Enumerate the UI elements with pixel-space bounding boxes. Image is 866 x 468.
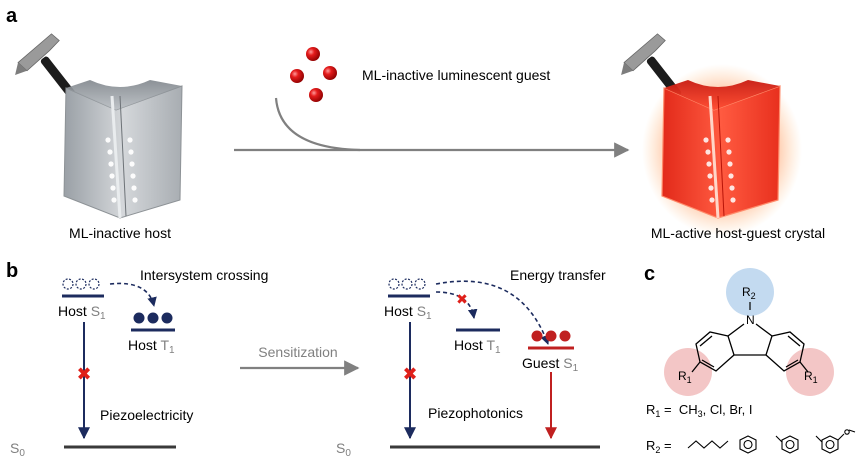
product-caption: ML-active host-guest crystal (651, 225, 825, 241)
left-process-label: Piezoelectricity (100, 407, 193, 423)
guest-caption: ML-inactive luminescent guest (362, 67, 550, 83)
host-s1-empty-circle (62, 278, 74, 290)
guest-s1-filled-circle (559, 330, 571, 342)
benzyl-icon (775, 435, 799, 454)
left-energy-diagram: Host S1 Intersystem crossing Host T1 ✖ P… (10, 267, 268, 459)
host-s1-empty-circle (388, 278, 400, 290)
methoxybenzyl-icon (815, 429, 856, 454)
host-s1-empty-circle (414, 278, 426, 290)
charge-dots-left (105, 137, 138, 203)
right-energy-diagram: Host S1 ✖ Energy transfer Host T1 Guest … (336, 267, 606, 459)
left-s0-label: S0 (10, 440, 25, 459)
host-t1-label: Host T1 (128, 337, 175, 356)
host-s1-empty-circle (75, 278, 87, 290)
hammer-icon (15, 33, 76, 98)
charge-dots-right (703, 137, 736, 203)
guest-s1-filled-circle (531, 330, 543, 342)
guest-s1-label: Guest S1 (522, 355, 579, 374)
isc-label: Intersystem crossing (140, 267, 268, 283)
r1-left-site-circle (664, 348, 712, 396)
sensitization-label: Sensitization (258, 344, 337, 360)
energy-transfer-arrow (435, 280, 550, 345)
panel-a-label: a (6, 5, 18, 27)
phenyl-ring-icon (739, 435, 757, 454)
blocked-isc-cross-icon: ✖ (456, 291, 468, 307)
energy-transfer-label: Energy transfer (510, 267, 606, 283)
blocked-cross-icon: ✖ (76, 364, 91, 384)
r2-site-circle (726, 268, 774, 316)
r2-site-label: R2 (742, 285, 756, 301)
host-t1-label-right: Host T1 (454, 337, 501, 356)
r1-right-site-label: R1 (804, 369, 818, 385)
right-process-label: Piezophotonics (428, 405, 523, 421)
r2-options (687, 429, 856, 454)
r1-definition: R1 = CH3, Cl, Br, I (646, 402, 752, 419)
host-t1-filled-circle (133, 312, 145, 324)
host-caption: ML-inactive host (69, 225, 171, 241)
guest-merge-curve (274, 97, 361, 152)
r2-definition: R2 = (646, 438, 672, 455)
nitrogen-atom: N (746, 313, 755, 327)
right-s0-label: S0 (336, 440, 351, 459)
guest-spheres (290, 47, 337, 102)
isc-arrow (109, 282, 157, 307)
host-s1-label-right: Host S1 (384, 303, 432, 322)
blocked-cross-icon-right: ✖ (402, 364, 417, 384)
host-t1-filled-circle (147, 312, 159, 324)
panel-c-label: c (644, 263, 655, 285)
product-crystal (642, 64, 802, 236)
carbazole-structure: R2 N R1 R1 (664, 268, 834, 396)
blocked-isc-arrow (435, 291, 478, 319)
host-s1-empty-circle (401, 278, 413, 290)
host-crystal (63, 80, 183, 219)
r1-left-site-label: R1 (678, 369, 692, 385)
host-s1-label: Host S1 (58, 303, 106, 322)
host-t1-filled-circle (161, 312, 173, 324)
guest-s1-filled-circle (545, 330, 557, 342)
panel-b-label: b (6, 260, 18, 282)
host-s1-empty-circle (88, 278, 100, 290)
carbazole-rings (691, 323, 809, 373)
butyl-chain-icon (687, 440, 729, 449)
